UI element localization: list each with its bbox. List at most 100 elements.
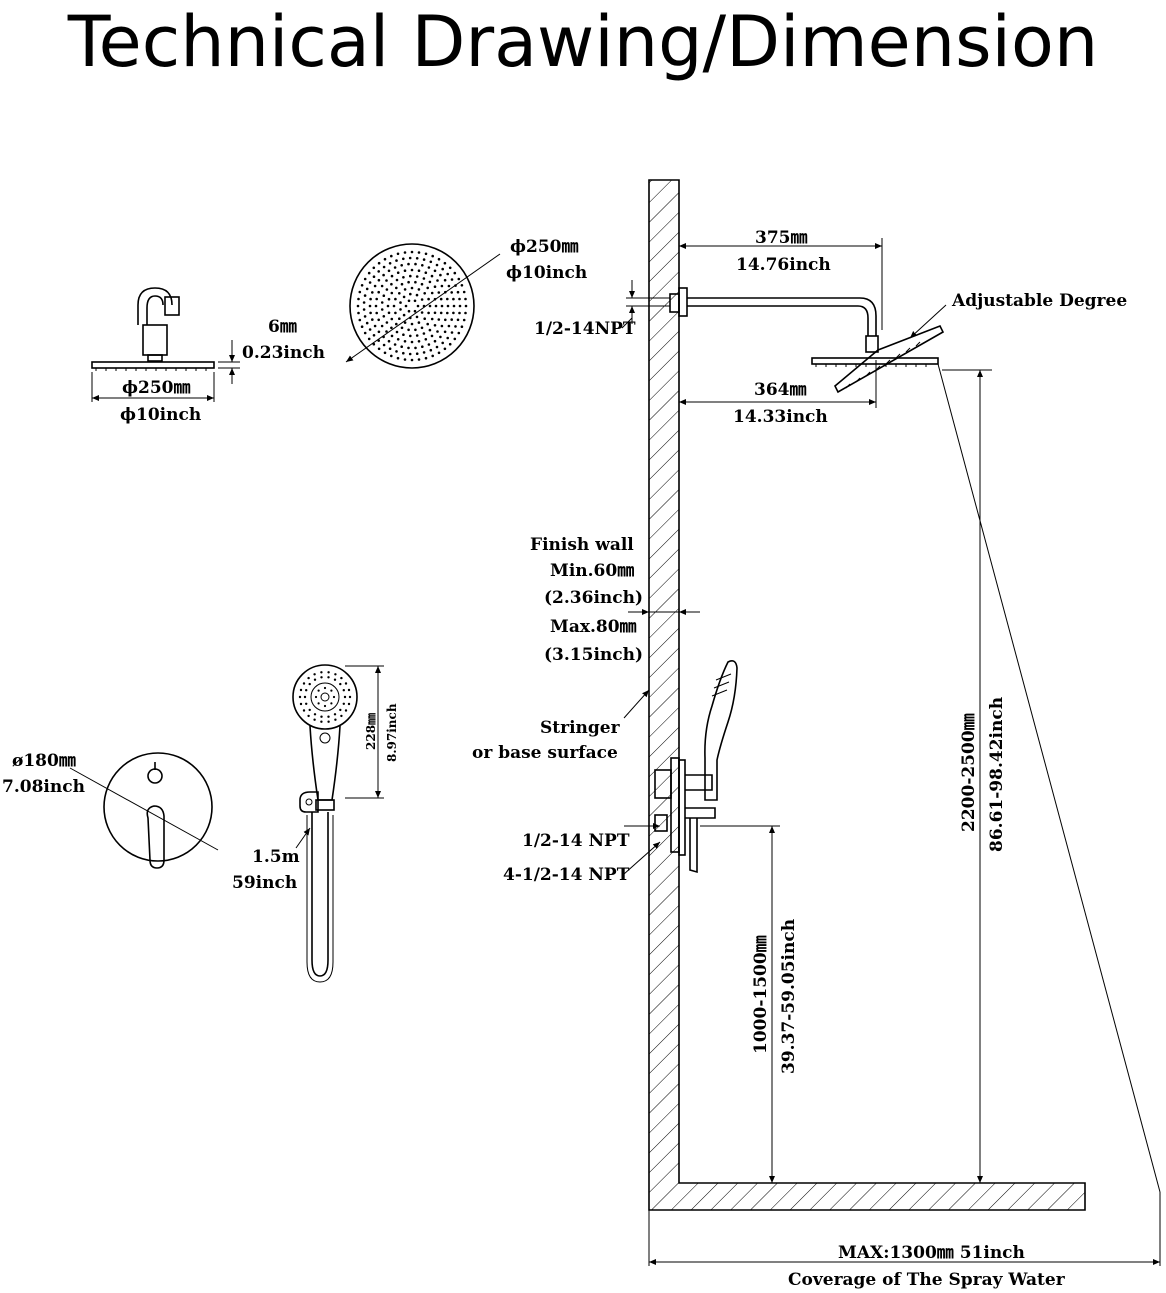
hand-nozzle-dot — [347, 702, 351, 706]
nozzle-dot — [414, 280, 417, 284]
nozzle-dot — [382, 343, 386, 347]
nozzle-dot — [443, 347, 447, 351]
nozzle-dot — [402, 313, 406, 317]
nozzle-dot — [382, 294, 386, 298]
nozzle-dot — [433, 324, 437, 327]
nozzle-dot — [390, 334, 394, 338]
nozzle-dot — [431, 354, 435, 358]
nozzle-dot — [408, 256, 412, 260]
nozzle-dot — [446, 297, 449, 301]
nozzle-dot — [450, 278, 454, 281]
nozzle-dot — [457, 277, 461, 281]
nozzle-dot — [367, 337, 371, 341]
hose-length-m: 1.5m — [252, 847, 300, 867]
nozzle-dot — [453, 271, 457, 275]
nozzle-dot — [371, 318, 374, 321]
hand-nozzle-dot — [323, 686, 327, 690]
nozzle-dot — [423, 292, 427, 295]
hand-nozzle-dot — [313, 673, 316, 676]
nozzle-dot — [402, 295, 406, 299]
nozzle-dot — [435, 345, 439, 349]
hand-nozzle-dot — [340, 714, 343, 718]
nozzle-dot — [426, 322, 430, 326]
hand-nozzle-dot — [348, 695, 352, 699]
nozzle-dot — [356, 304, 360, 308]
nozzle-dot — [365, 287, 369, 291]
nozzle-dot — [462, 318, 466, 322]
nozzle-dot — [400, 345, 404, 349]
hand-nozzle-dot — [342, 689, 345, 692]
nozzle-dot — [388, 262, 392, 265]
nozzle-dot — [408, 352, 412, 356]
nozzle-dot — [388, 347, 392, 351]
nozzle-dot — [393, 266, 397, 269]
hand-nozzle-dot — [320, 676, 323, 679]
nozzle-dot — [452, 311, 455, 315]
nozzle-dot — [437, 291, 441, 294]
nozzle-dot — [426, 286, 430, 290]
hand-nozzle-dot — [320, 720, 323, 723]
nozzle-dot — [402, 333, 405, 337]
nozzle-dot — [415, 257, 419, 260]
nozzle-dot — [402, 351, 405, 355]
nozzle-dot — [362, 301, 366, 304]
hand-nozzle-dot — [327, 720, 330, 723]
nozzle-dot — [357, 311, 360, 315]
nozzle-dot — [428, 304, 432, 308]
nozzle-dot — [427, 266, 431, 269]
nozzle-dot — [365, 321, 369, 325]
head-thickness-in: 0.23inch — [242, 343, 325, 363]
nozzle-dot — [360, 325, 364, 329]
nozzle-dot — [372, 275, 376, 279]
nozzle-dot — [422, 258, 426, 261]
nozzle-dot — [437, 351, 441, 355]
nozzle-dot — [424, 356, 428, 360]
nozzle-dot — [377, 290, 381, 294]
nozzle-dot — [368, 304, 372, 308]
nozzle-dot — [400, 326, 404, 330]
nozzle-dot — [427, 297, 430, 301]
hand-nozzle-dot — [308, 708, 311, 712]
nozzle-dot — [407, 309, 411, 313]
nozzle-dot — [400, 282, 404, 286]
nozzle-dot — [443, 278, 447, 282]
nozzle-dot — [380, 301, 384, 304]
nozzle-dot — [427, 343, 431, 346]
nozzle-dot — [430, 317, 434, 321]
nozzle-dot — [444, 318, 447, 322]
nozzle-dot — [363, 315, 367, 318]
nozzle-dot — [439, 335, 442, 339]
nozzle-dot — [410, 358, 414, 362]
nozzle-dot — [428, 328, 432, 332]
nozzle-dot — [377, 278, 381, 282]
nozzle-dot — [420, 298, 424, 301]
head-thickness-mm: 6㎜ — [268, 317, 297, 337]
nozzle-dot — [423, 317, 427, 321]
hand-nozzle-dot — [314, 695, 318, 699]
nozzle-dot — [390, 317, 394, 321]
base-surface-label: or base surface — [472, 743, 618, 763]
nozzle-dot — [362, 308, 366, 311]
spray-line — [937, 363, 1161, 1193]
nozzle-dot — [417, 340, 421, 343]
nozzle-dot — [457, 331, 461, 335]
shower-arm-assembly — [621, 238, 947, 408]
nozzle-dot — [452, 304, 456, 308]
valve-trim-plate — [69, 752, 219, 869]
nozzle-dot — [403, 358, 407, 361]
nozzle-dot — [456, 318, 460, 322]
nozzle-dot — [410, 250, 414, 254]
nozzle-dot — [439, 273, 442, 277]
nozzle-dot — [422, 351, 426, 354]
nozzle-dot — [382, 273, 385, 277]
nozzle-dot — [415, 352, 419, 356]
nozzle-dot — [458, 297, 461, 301]
plate-dia-mm: ø180㎜ — [12, 751, 76, 771]
head-offset-mm: 364㎜ — [754, 380, 807, 400]
nozzle-dot — [414, 262, 417, 266]
nozzle-dot — [441, 341, 445, 345]
shower-head-side-view — [91, 287, 240, 402]
nozzle-dot — [424, 252, 428, 256]
nozzle-dot — [433, 269, 437, 273]
nozzle-dot — [390, 326, 393, 330]
